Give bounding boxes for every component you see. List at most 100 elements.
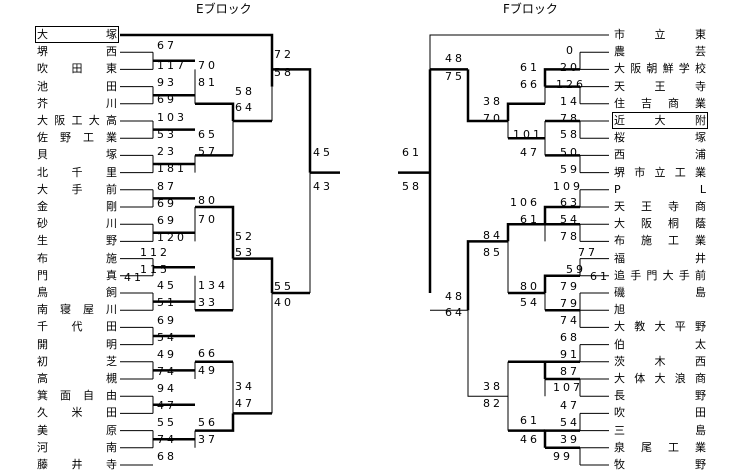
f-score-17: 106 [510,196,540,209]
e-team-8: 北千里 [37,165,117,179]
e-score-49: 43 [313,180,333,193]
f-score-2: 0 [566,44,576,57]
e-top-path [120,33,274,87]
e-score-46: 37 [198,433,218,446]
e-score-41: 47 [235,397,255,410]
f-team-15: 磯島 [614,286,706,299]
f-team-2: 大阪朝鮮学校 [614,62,706,76]
f-score-41: 61 [520,414,540,427]
e-score-25: 115 [140,263,170,276]
e-team-13: 布施 [37,251,117,265]
e-score-36: 49 [157,348,177,361]
f-team-17: 大教大平野 [614,320,706,334]
e-score-15: 58 [274,66,294,79]
e-team-23: 美原 [37,423,117,437]
e-team-9: 大手前 [37,182,117,196]
f-team-4: 住吉商業 [614,96,706,110]
f-score-4: 20 [560,61,580,74]
f-score-40: 47 [560,399,580,412]
e-score-31: 55 [274,280,294,293]
f-team-7: 西浦 [614,148,706,162]
f-score-29: 54 [520,296,540,309]
e-score-12: 57 [198,145,218,158]
e-score-30: 33 [198,296,218,309]
f-score-7: 38 [483,95,503,108]
e-team-2: 吹田東 [37,62,117,76]
f-score-20: 54 [560,213,580,226]
e-team-7: 貝塚 [37,148,117,162]
e-score-28: 134 [198,279,228,292]
e-score-45: 74 [157,433,177,446]
e-score-18: 69 [157,197,177,210]
f-score-26: 61 [590,270,610,283]
e-team-17: 千代田 [37,320,117,334]
f-score-46: 61 [402,146,422,159]
f-score-30: 79 [560,297,580,310]
f-score-31: 48 [445,290,465,303]
f-team-1: 農芸 [614,45,706,59]
f-team-14: 追手門大手前 [614,268,706,282]
e-score-37: 49 [198,364,218,377]
f-team-21: 長野 [614,389,706,403]
e-score-20: 69 [157,214,177,227]
e-team-15: 鳥飼 [37,286,117,299]
e-team-19: 初芝 [37,354,117,368]
e-score-13: 181 [157,162,187,175]
e-team-24: 河南 [37,440,117,454]
f-score-21: 84 [483,229,503,242]
e-score-38: 74 [157,365,177,378]
e-score-23: 53 [235,246,255,259]
f-team-23: 三島 [614,423,706,437]
e-score-7: 103 [157,111,187,124]
f-team-20: 大体大浪商 [614,372,706,385]
e-score-21: 120 [157,231,187,244]
f-score-8: 14 [560,95,580,108]
f-score-13: 47 [520,146,540,159]
f-score-43: 46 [520,433,540,446]
f-score-39: 82 [483,397,503,410]
e-score-40: 34 [235,380,255,393]
f-score-27: 80 [520,280,540,293]
e-score-19: 70 [198,213,218,226]
f-team-5: 近大附 [612,112,708,129]
f-score-6: 126 [556,78,586,91]
e-r5-path-top [272,68,312,173]
e-score-6: 58 [235,85,255,98]
e-team-3: 池田 [37,79,117,93]
e-team-14: 門真 [37,268,117,282]
e-team-22: 久米田 [37,406,117,420]
f-r3-h-a [466,69,508,123]
e-score-4: 81 [198,76,218,89]
f-team-12: 布施工業 [614,234,706,248]
f-score-1: 75 [445,70,465,83]
f-score-10: 78 [560,112,580,125]
f-score-19: 61 [520,213,540,226]
e-score-43: 55 [157,416,177,429]
e-score-8: 64 [235,101,255,114]
e-r2-h-a [195,102,235,121]
f-score-14: 50 [560,146,580,159]
e-r3-h-b [233,257,274,293]
e-score-2: 70 [198,59,218,72]
e-team-16: 南寝屋川 [37,303,117,317]
e-score-35: 66 [198,347,218,360]
e-team-18: 開明 [37,337,117,351]
e-team-12: 生野 [37,234,117,248]
e-score-27: 45 [157,279,177,292]
e-score-11: 23 [157,145,177,158]
e-score-39: 94 [157,382,177,395]
e-score-32: 40 [274,296,294,309]
e-score-42: 47 [157,399,177,412]
block-title-f: Fブロック [503,2,558,16]
f-r3-h-c [467,310,508,397]
e-score-34: 54 [157,331,177,344]
f-score-22: 78 [560,230,580,243]
f-score-35: 91 [560,348,580,361]
f-r2-h-c [506,222,545,242]
f-score-47: 58 [402,180,422,193]
f-score-25: 59 [566,263,586,276]
e-score-10: 65 [198,128,218,141]
f-score-24: 77 [578,246,598,259]
